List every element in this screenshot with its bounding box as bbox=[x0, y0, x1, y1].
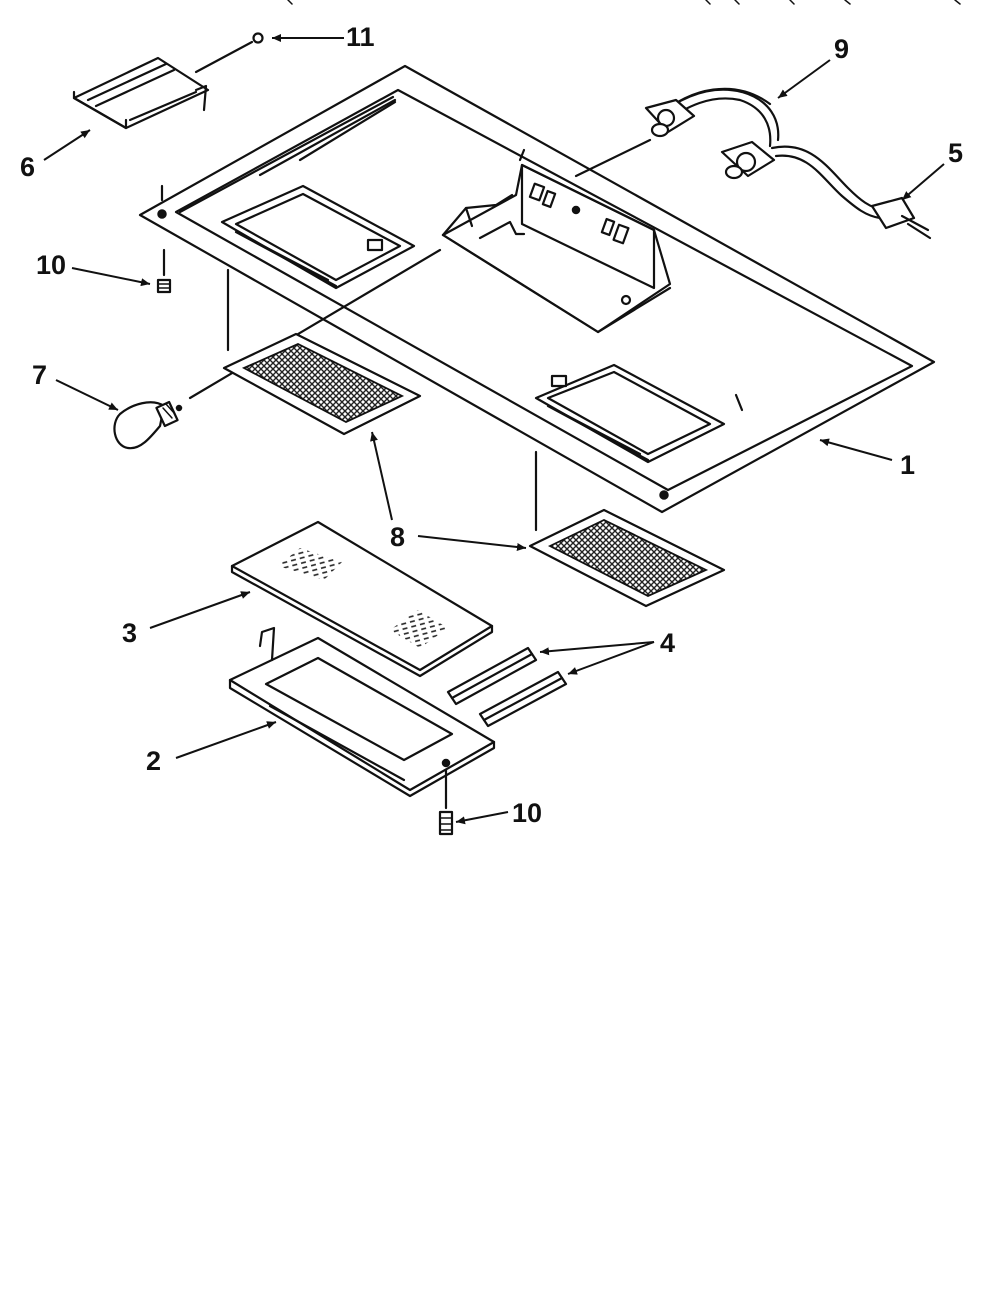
callout-4: 4 bbox=[660, 628, 675, 658]
callout-2: 2 bbox=[146, 746, 161, 776]
part-9-socket-harness bbox=[644, 87, 932, 240]
callout-11: 11 bbox=[346, 22, 375, 52]
part-11-screw bbox=[194, 32, 264, 74]
callout-10-top: 10 bbox=[36, 250, 66, 280]
callout-1: 1 bbox=[900, 450, 915, 480]
part-2-frame-cover bbox=[228, 626, 496, 798]
part-4-strips bbox=[446, 646, 568, 728]
callout-9: 9 bbox=[834, 34, 849, 64]
part-3-glass-panel bbox=[230, 520, 494, 678]
part-10-screw-top bbox=[156, 184, 172, 294]
leader-lines bbox=[43, 34, 945, 825]
part-7-light-bulb bbox=[113, 400, 183, 450]
part-8-lens-lower bbox=[528, 508, 726, 608]
part-10-screw-bottom bbox=[438, 768, 454, 836]
callout-8: 8 bbox=[390, 522, 405, 552]
part-6-bracket bbox=[72, 56, 210, 130]
callout-3: 3 bbox=[122, 618, 137, 648]
callout-10-bottom: 10 bbox=[512, 798, 542, 828]
top-edge-marks bbox=[287, 0, 961, 5]
callout-5: 5 bbox=[948, 138, 963, 168]
part-8-lens-upper bbox=[222, 332, 422, 436]
callout-labels: 1 2 3 4 5 6 7 8 9 10 10 11 bbox=[20, 22, 963, 828]
callout-7: 7 bbox=[32, 360, 47, 390]
callout-6: 6 bbox=[20, 152, 35, 182]
part-1-base-plate bbox=[138, 64, 936, 514]
